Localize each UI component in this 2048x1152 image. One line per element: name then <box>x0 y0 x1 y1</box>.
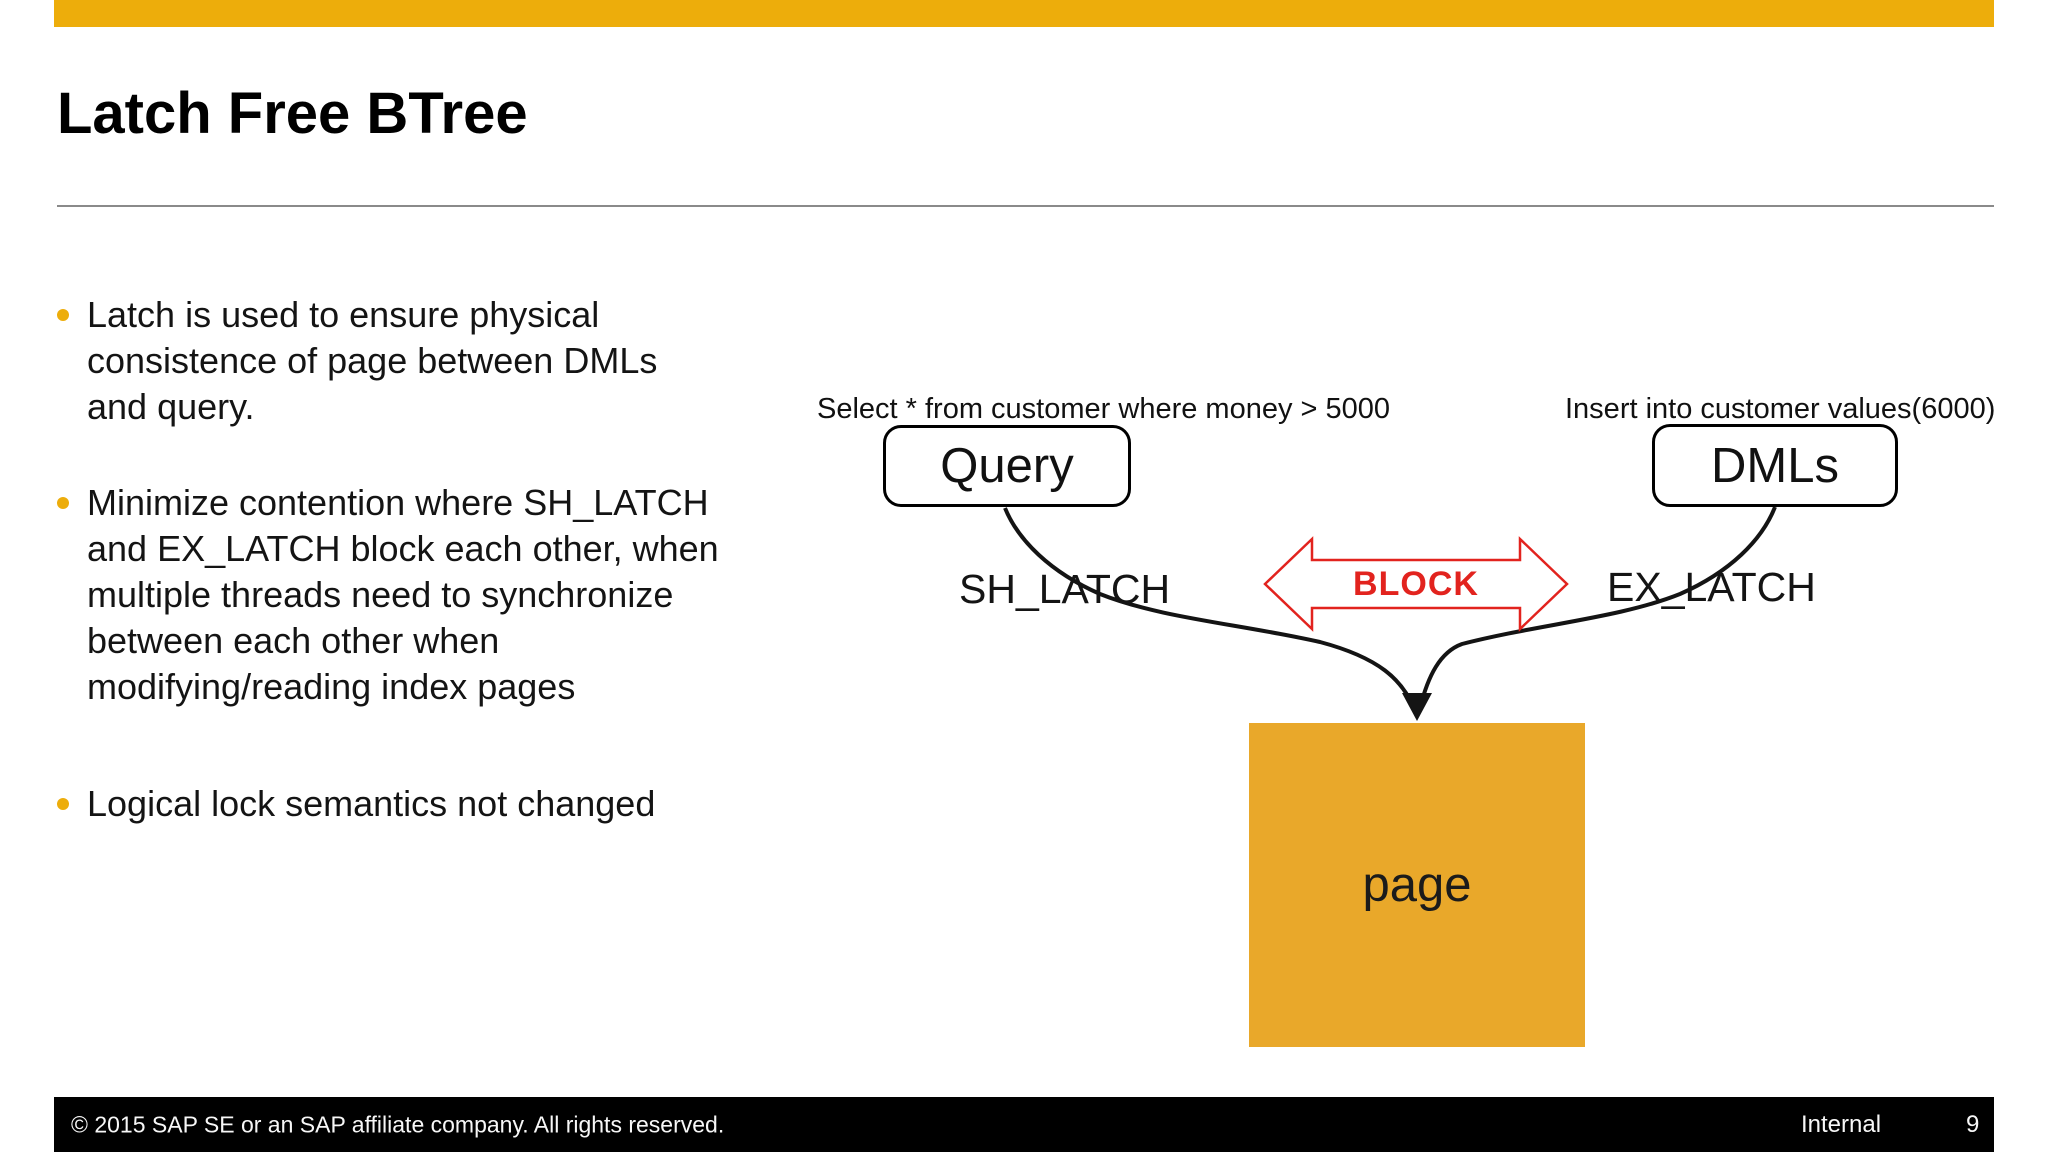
bullet-line: and query. <box>87 386 255 427</box>
bullet-line: multiple threads need to synchronize <box>87 574 674 615</box>
dmls-box: DMLs <box>1652 424 1898 507</box>
ex-latch-label: EX_LATCH <box>1607 564 1816 610</box>
bullet-line: and EX_LATCH block each other, when <box>87 528 719 569</box>
bullet-text: Minimize contention where SH_LATCH and E… <box>87 480 757 710</box>
bullet-line: modifying/reading index pages <box>87 666 576 707</box>
sh-latch-label: SH_LATCH <box>959 566 1171 612</box>
bullet-list: Latch is used to ensure physical consist… <box>57 292 757 827</box>
bullet-dot <box>57 497 69 509</box>
footer-copyright: © 2015 SAP SE or an SAP affiliate compan… <box>71 1111 725 1137</box>
footer-bar: © 2015 SAP SE or an SAP affiliate compan… <box>54 1097 1994 1152</box>
bullet-dot <box>57 798 69 810</box>
bullet-text: Logical lock semantics not changed <box>87 781 757 827</box>
bullet-line: Logical lock semantics not changed <box>87 783 656 824</box>
bullet-item: Latch is used to ensure physical consist… <box>57 292 757 430</box>
query-sql-annotation: Select * from customer where money > 500… <box>817 393 1391 425</box>
bullet-dot <box>57 309 69 321</box>
bullet-line: between each other when <box>87 620 500 661</box>
block-label: BLOCK <box>1353 565 1479 603</box>
bullet-item: Logical lock semantics not changed <box>57 781 757 827</box>
bullet-line: Latch is used to ensure physical <box>87 294 600 335</box>
query-box: Query <box>883 425 1131 507</box>
merge-arrowhead-icon <box>1402 693 1432 721</box>
bullet-line: consistence of page between DMLs <box>87 340 658 381</box>
footer-classification: Internal <box>1801 1110 1882 1138</box>
title-divider <box>57 205 1994 207</box>
bullet-line: Minimize contention where SH_LATCH <box>87 482 709 523</box>
page-box: page <box>1249 723 1585 1047</box>
dmls-sql-annotation: Insert into customer values(6000) <box>1565 393 1996 425</box>
footer-page-number: 9 <box>1966 1110 1980 1138</box>
slide-title: Latch Free BTree <box>57 81 528 146</box>
top-accent-bar <box>54 0 1994 27</box>
bullet-text: Latch is used to ensure physical consist… <box>87 292 757 430</box>
bullet-item: Minimize contention where SH_LATCH and E… <box>57 480 757 710</box>
